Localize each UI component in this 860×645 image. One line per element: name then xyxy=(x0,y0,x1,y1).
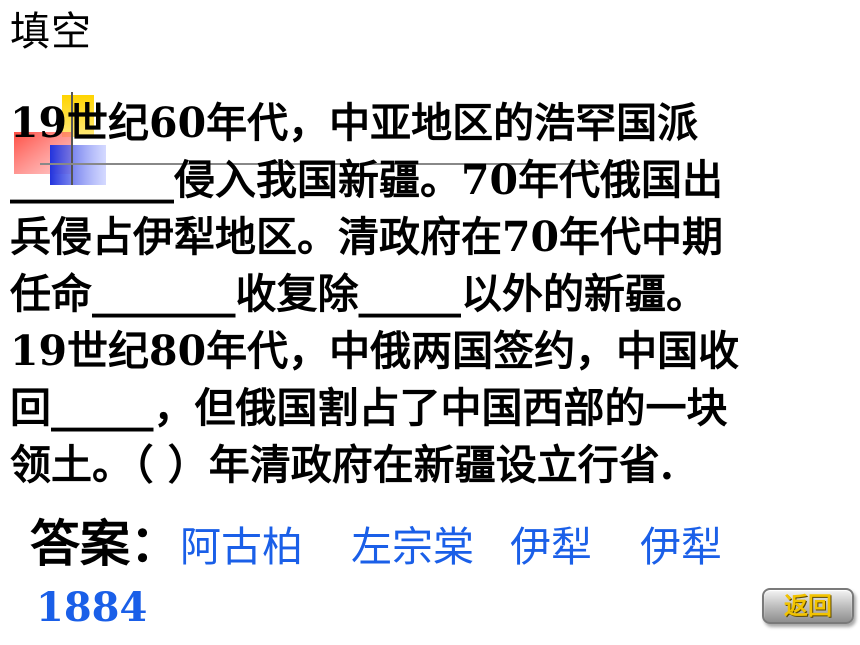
question-line-2: ________侵入我国新疆。70年代俄国出 xyxy=(10,156,724,204)
slide-title: 填空 xyxy=(10,9,92,55)
answer-year: 1884 xyxy=(36,584,148,631)
question-line-5: 19世纪80年代，中俄两国签约，中国收 xyxy=(10,327,740,375)
answer-value-3: 伊犁 xyxy=(510,523,592,571)
question-line-6: 回_____，但俄国割占了中国西部的一块 xyxy=(10,384,728,432)
question-line-1: 19世纪60年代，中亚地区的浩罕国派 xyxy=(10,99,699,147)
back-button[interactable]: 返回 xyxy=(762,588,854,624)
answer-value-4: 伊犁 xyxy=(640,523,722,571)
answer-row: 答案：阿古柏左宗棠伊犁伊犁 xyxy=(30,512,722,579)
answer-value-2: 左宗棠 xyxy=(351,523,474,571)
question-line-7: 领土。（ ）年清政府在新疆设立行省. xyxy=(10,441,675,489)
question-paragraph: 19世纪60年代，中亚地区的浩罕国派 ________侵入我国新疆。70年代俄国… xyxy=(10,95,858,494)
question-line-3: 兵侵占伊犁地区。清政府在70年代中期 xyxy=(10,213,724,261)
answer-value-1: 阿古柏 xyxy=(180,523,303,571)
question-line-4: 任命_______收复除_____以外的新疆。 xyxy=(10,270,707,318)
answer-label: 答案： xyxy=(30,514,180,573)
